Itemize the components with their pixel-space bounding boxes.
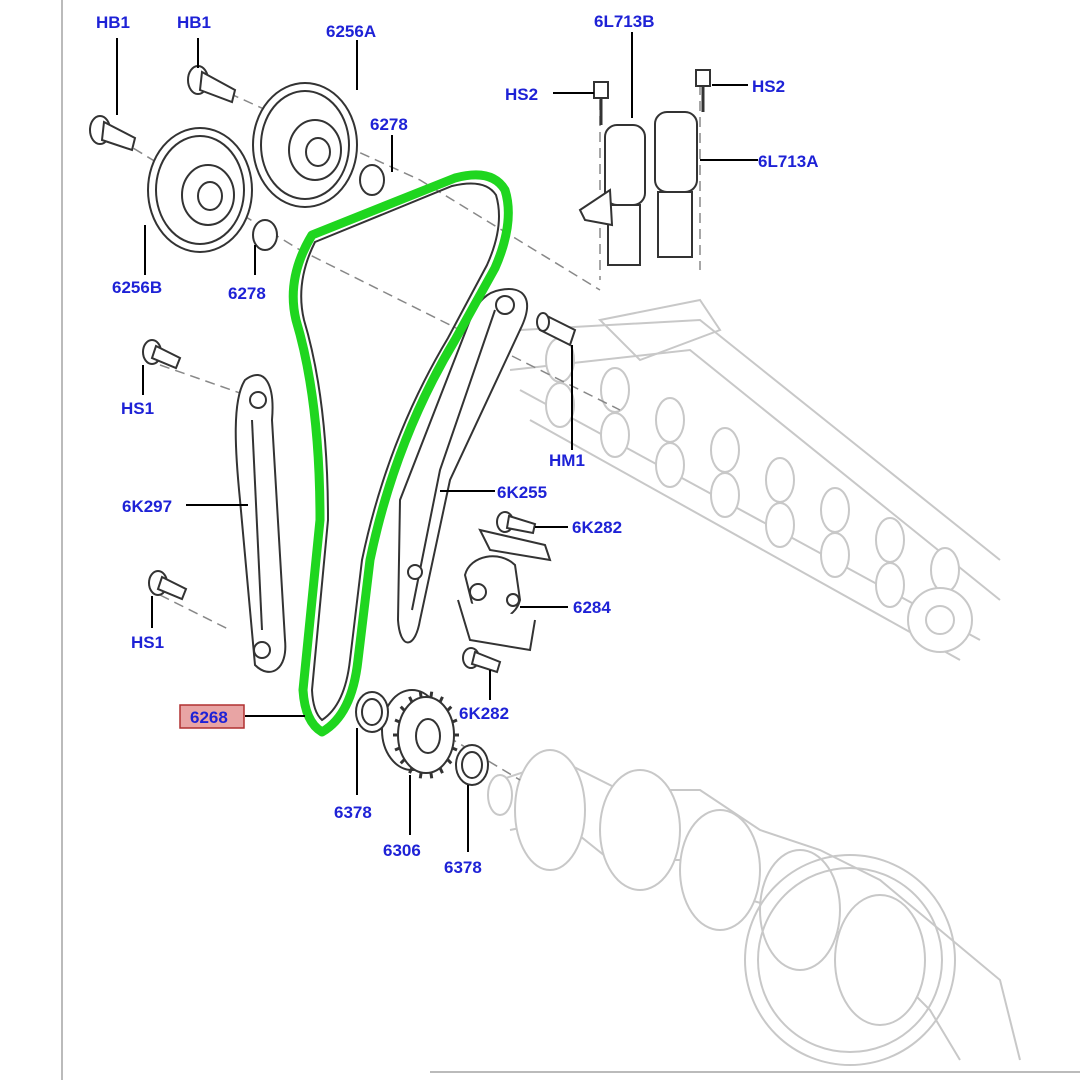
label-6378-right[interactable]: 6378: [444, 858, 482, 877]
washer-6278-bottom: [252, 219, 278, 251]
label-6k255[interactable]: 6K255: [497, 483, 547, 502]
label-hs1-top[interactable]: HS1: [121, 399, 154, 418]
label-hb1-left[interactable]: HB1: [96, 13, 130, 32]
label-6256b[interactable]: 6256B: [112, 278, 162, 297]
bolt-6k282-bottom: [462, 647, 502, 674]
cam-sprocket-6256a: [252, 82, 358, 208]
camshafts-background: [509, 298, 1001, 661]
washer-6378-left: [355, 691, 389, 733]
bolt-hb1-right: [187, 65, 237, 104]
solenoid-6l713a: [654, 111, 698, 258]
label-6278-bottom[interactable]: 6278: [228, 284, 266, 303]
label-6268[interactable]: 6268: [190, 708, 228, 727]
bolt-hs1-bottom: [148, 570, 188, 601]
label-6l713a[interactable]: 6L713A: [758, 152, 818, 171]
label-6k297[interactable]: 6K297: [122, 497, 172, 516]
label-6284[interactable]: 6284: [573, 598, 611, 617]
bolt-6k282-top: [496, 511, 537, 535]
timing-chain-6268: [288, 170, 513, 737]
label-hs2-left[interactable]: HS2: [505, 85, 538, 104]
tensioner-rail-6k297: [234, 374, 287, 673]
leader-lines: [116, 32, 758, 852]
bolt-hs1-top: [142, 339, 182, 370]
label-6256a[interactable]: 6256A: [326, 22, 376, 41]
label-6l713b[interactable]: 6L713B: [594, 12, 654, 31]
label-hb1-right[interactable]: HB1: [177, 13, 211, 32]
pin-hm1: [536, 312, 577, 347]
label-hm1[interactable]: HM1: [549, 451, 585, 470]
tensioner-6284: [457, 528, 552, 652]
bolt-hs2-left: [593, 81, 609, 125]
crank-sprocket-6306: [381, 689, 459, 779]
bolt-hs2-right: [695, 69, 711, 112]
label-6k282-top[interactable]: 6K282: [572, 518, 622, 537]
label-6306[interactable]: 6306: [383, 841, 421, 860]
label-6278-top[interactable]: 6278: [370, 115, 408, 134]
crankshaft-background: [487, 749, 1021, 1066]
bolt-hb1-left: [89, 115, 137, 152]
selected-label-highlight: [179, 704, 245, 729]
washer-6278-top: [359, 164, 385, 196]
label-hs2-right[interactable]: HS2: [752, 77, 785, 96]
solenoid-6l713b: [578, 124, 646, 266]
cam-sprocket-6256b: [147, 127, 253, 253]
label-hs1-bottom[interactable]: HS1: [131, 633, 164, 652]
label-6k282-bottom[interactable]: 6K282: [459, 704, 509, 723]
washer-6378-right: [455, 744, 489, 786]
label-6378-left[interactable]: 6378: [334, 803, 372, 822]
